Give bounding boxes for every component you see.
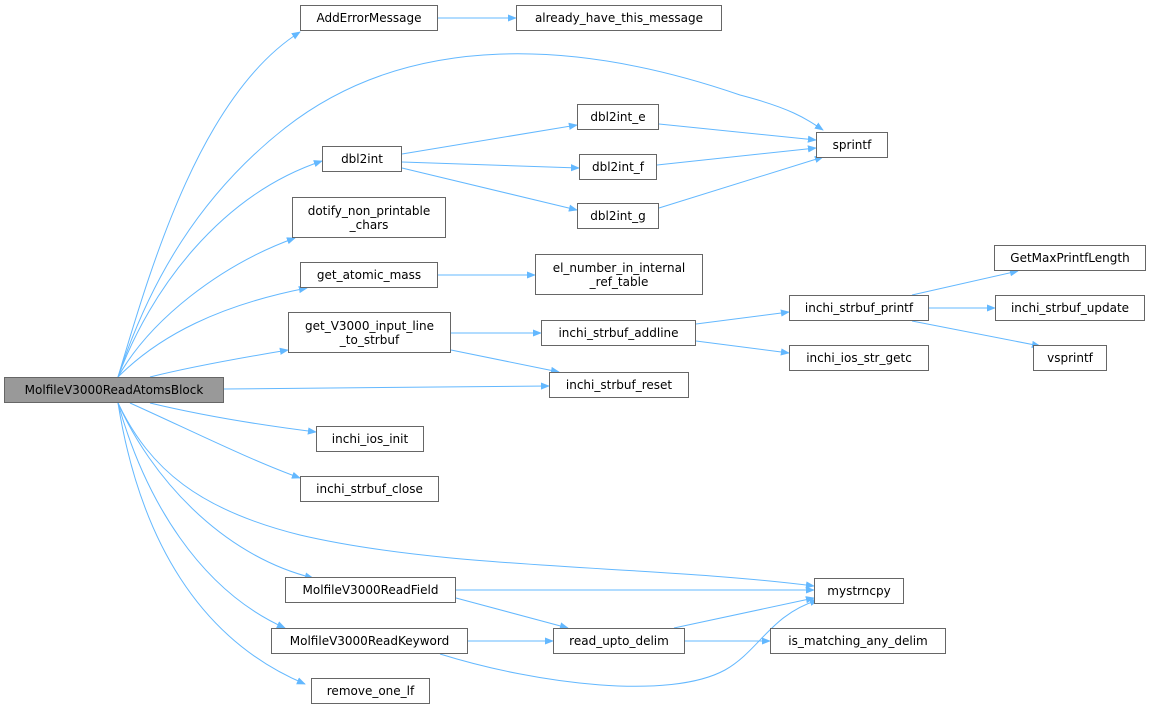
edge-molfile-v3000-read-field-to-read-upto-delim	[455, 597, 569, 630]
node-label: inchi_strbuf_update	[1010, 301, 1130, 315]
node-label-line2: _chars	[349, 217, 389, 232]
node-dotify-non-printable-chars[interactable]: dotify_non_printable_chars	[292, 197, 446, 238]
edge-dbl2int-to-dbl2int-g	[401, 167, 578, 212]
node-label: dbl2int_e	[590, 110, 646, 124]
node-dbl2int-g[interactable]: dbl2int_g	[577, 203, 659, 229]
node-label-line1: el_number_in_internal	[552, 260, 686, 275]
edge-root-to-sprintf	[117, 53, 824, 378]
edge-inchi-strbuf-addline-to-inchi-ios-str-getc	[695, 340, 790, 356]
node-inchi-strbuf-printf[interactable]: inchi_strbuf_printf	[789, 295, 929, 321]
edge-get-v3000-input-line-to-strbuf-to-inchi-strbuf-reset	[450, 349, 560, 374]
edge-root-to-inchi-strbuf-close	[129, 402, 301, 479]
node-label-line1: get_V3000_input_line	[305, 318, 434, 333]
node-adderrormessage[interactable]: AddErrorMessage	[300, 5, 438, 31]
node-label: already_have_this_message	[534, 11, 704, 25]
node-label: get_atomic_mass	[316, 268, 422, 282]
edge-root-to-mystrncpy	[117, 402, 815, 589]
node-label-line1: dotify_non_printable	[307, 203, 431, 218]
node-label: inchi_strbuf_printf	[804, 301, 914, 315]
node-label: AddErrorMessage	[316, 11, 422, 25]
edge-root-to-molfile-v3000-read-field	[117, 402, 314, 580]
node-label: inchi_strbuf_reset	[565, 378, 673, 392]
node-molfilev3000readfield[interactable]: MolfileV3000ReadField	[285, 577, 456, 603]
edge-root-to-molfile-v3000-read-keyword	[117, 402, 286, 629]
node-already-have-this-message[interactable]: already_have_this_message	[516, 5, 722, 31]
node-label: MolfileV3000ReadKeyword	[289, 634, 450, 648]
node-label: dbl2int_g	[590, 209, 646, 223]
node-vsprintf[interactable]: vsprintf	[1033, 345, 1107, 371]
node-label: dbl2int_f	[591, 160, 645, 174]
node-molfilev3000readatomsblock[interactable]: MolfileV3000ReadAtomsBlock	[4, 377, 224, 403]
edge-root-to-dotify-non-printable-chars	[117, 237, 296, 378]
edge-dbl2int-f-to-sprintf	[656, 145, 817, 166]
node-label: dbl2int	[341, 152, 383, 166]
node-label: inchi_strbuf_close	[316, 482, 423, 496]
node-get-atomic-mass[interactable]: get_atomic_mass	[300, 262, 438, 288]
node-label: vsprintf	[1047, 351, 1093, 365]
node-getmaxprintflength[interactable]: GetMaxPrintfLength	[994, 245, 1146, 271]
node-label-line2: _ref_table	[589, 274, 649, 289]
edge-molfile-v3000-read-keyword-to-mystrncpy	[439, 598, 819, 687]
node-get-v3000-input-line-to-strbuf[interactable]: get_V3000_input_line_to_strbuf	[288, 312, 451, 353]
node-label: MolfileV3000ReadField	[302, 583, 439, 597]
node-inchi-strbuf-close[interactable]: inchi_strbuf_close	[300, 476, 439, 502]
edge-root-to-get-atomic-mass	[117, 286, 308, 378]
edge-root-to-get-v3000-input-line-to-strbuf	[149, 347, 289, 378]
node-label: is_matching_any_delim	[788, 634, 928, 648]
node-label: sprintf	[832, 138, 872, 152]
edge-root-to-remove-one-lf	[117, 402, 306, 685]
node-inchi-strbuf-update[interactable]: inchi_strbuf_update	[995, 295, 1145, 321]
edge-read-upto-delim-to-mystrncpy	[673, 596, 815, 629]
edge-root-to-inchi-ios-init	[149, 402, 317, 435]
node-mystrncpy[interactable]: mystrncpy	[814, 578, 904, 604]
node-label: GetMaxPrintfLength	[1010, 251, 1130, 265]
node-inchi-strbuf-addline[interactable]: inchi_strbuf_addline	[541, 320, 696, 346]
edge-dbl2int-to-dbl2int-e	[401, 122, 578, 155]
node-dbl2int-e[interactable]: dbl2int_e	[577, 104, 659, 130]
node-el-number-in-internal-ref-table[interactable]: el_number_in_internal_ref_table	[535, 254, 703, 295]
node-read-upto-delim[interactable]: read_upto_delim	[553, 628, 685, 654]
node-label: mystrncpy	[827, 584, 891, 598]
edge-dbl2int-to-dbl2int-f	[401, 161, 580, 172]
node-label: remove_one_lf	[326, 684, 415, 698]
node-label-line2: _to_strbuf	[339, 332, 400, 347]
edge-root-to-dbl2int	[117, 160, 323, 378]
node-molfilev3000readkeyword[interactable]: MolfileV3000ReadKeyword	[271, 628, 468, 654]
edge-dbl2int-g-to-sprintf	[658, 155, 824, 209]
node-is-matching-any-delim[interactable]: is_matching_any_delim	[770, 628, 946, 654]
node-remove-one-lf[interactable]: remove_one_lf	[311, 678, 430, 704]
edge-root-to-add-error-message	[117, 31, 301, 378]
node-sprintf[interactable]: sprintf	[816, 132, 888, 158]
edge-dbl2int-e-to-sprintf	[658, 123, 817, 143]
node-label: inchi_ios_init	[331, 432, 409, 446]
node-dbl2int[interactable]: dbl2int	[322, 146, 402, 172]
node-label: read_upto_delim	[569, 634, 669, 648]
node-label: inchi_ios_str_getc	[806, 351, 912, 365]
node-label: inchi_strbuf_addline	[558, 326, 679, 340]
node-inchi-strbuf-reset[interactable]: inchi_strbuf_reset	[549, 372, 689, 398]
node-inchi-ios-init[interactable]: inchi_ios_init	[316, 426, 424, 452]
node-inchi-ios-str-getc[interactable]: inchi_ios_str_getc	[789, 345, 929, 371]
node-label: MolfileV3000ReadAtomsBlock	[24, 383, 204, 397]
edge-inchi-strbuf-printf-to-get-max-printf-length	[911, 269, 1019, 296]
edge-inchi-strbuf-addline-to-inchi-strbuf-printf	[695, 309, 790, 325]
node-dbl2int-f[interactable]: dbl2int_f	[579, 154, 657, 180]
edge-inchi-strbuf-printf-to-vsprintf	[911, 320, 1041, 348]
edge-root-to-inchi-strbuf-reset	[223, 382, 550, 390]
